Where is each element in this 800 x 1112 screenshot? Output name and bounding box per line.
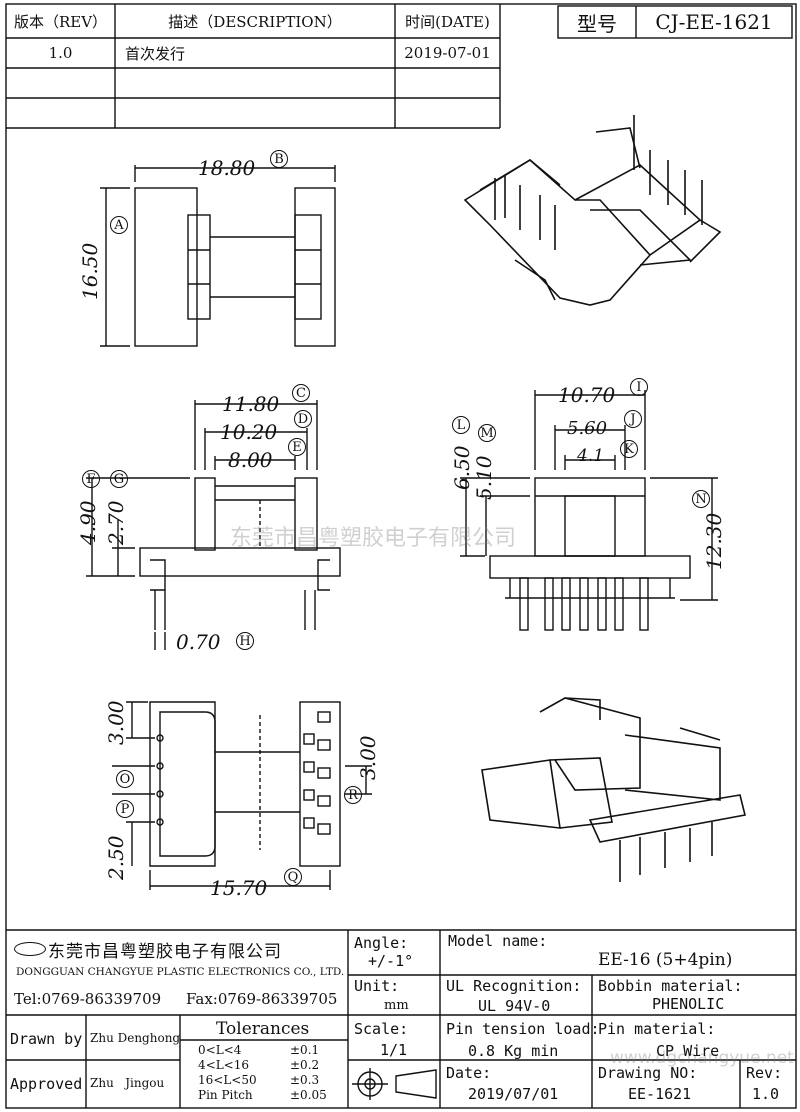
dim-side-w3: 4.1 — [577, 446, 605, 466]
dim-front-w2: 10.20 — [220, 420, 278, 444]
dim-front-w1: 11.80 — [222, 392, 280, 416]
marker-p: P — [116, 800, 134, 818]
rev-header-description: 描述（DESCRIPTION） — [168, 12, 342, 31]
marker-h: H — [236, 632, 254, 650]
bottom-view-geometry — [112, 701, 372, 890]
company-logo-icon — [14, 942, 46, 956]
pin-material-label: Pin material: — [598, 1020, 716, 1038]
bobbin-value: PHENOLIC — [652, 995, 725, 1013]
pin-tension-label: Pin tension load: — [446, 1020, 600, 1038]
rev-label: Rev: — [746, 1064, 783, 1082]
marker-a: A — [110, 216, 128, 234]
bottom-pin-slots — [303, 711, 331, 835]
watermark-corner: www.dgchangyue.net — [610, 1048, 794, 1068]
tolerances-label: Tolerances — [216, 1019, 310, 1039]
marker-e: E — [288, 438, 306, 456]
tolerance-range-2: 4<L<16 — [198, 1058, 249, 1072]
model-value: CJ-EE-1621 — [655, 10, 773, 34]
angle-label: Angle: — [354, 934, 409, 952]
dim-side-h3: 12.30 — [702, 512, 726, 570]
bottom-pins-left — [156, 734, 164, 826]
rev-row-1-version: 1.0 — [48, 44, 73, 62]
side-pins — [519, 577, 649, 631]
dim-side-h1: 6.50 — [450, 445, 474, 490]
drawing-no-value: EE-1621 — [628, 1085, 692, 1103]
tolerance-value-4: ±0.05 — [290, 1088, 327, 1102]
company-fax: Fax:0769-86339705 — [186, 990, 338, 1008]
front-view-geometry — [86, 400, 341, 650]
company-name-en: DONGGUAN CHANGYUE PLASTIC ELECTRONICS CO… — [16, 966, 345, 978]
unit-label: Unit: — [354, 977, 400, 995]
marker-c: C — [292, 384, 310, 402]
tolerance-range-1: 0<L<4 — [198, 1043, 242, 1057]
marker-k: K — [620, 440, 638, 458]
dim-front-w3: 8.00 — [228, 448, 273, 472]
rev-header-version: 版本（REV） — [13, 12, 108, 31]
marker-l: L — [452, 416, 470, 434]
company-tel: Tel:0769-86339709 — [14, 990, 162, 1008]
marker-g: G — [110, 470, 128, 488]
watermark-center: 东莞市昌粤塑胶电子有限公司 — [230, 526, 517, 551]
approved-label: Approved — [10, 1075, 83, 1093]
marker-f: F — [82, 470, 100, 488]
marker-m: M — [478, 424, 496, 442]
pin-material-value: CP Wire — [656, 1042, 720, 1060]
rev-header-date: 时间(DATE) — [405, 12, 490, 31]
isometric-view-top — [463, 115, 722, 306]
marker-i: I — [630, 378, 648, 396]
model-name-label: Model name: — [448, 932, 548, 950]
dim-side-w2: 5.60 — [567, 418, 608, 439]
rev-value: 1.0 — [752, 1085, 780, 1103]
scale-value: 1/1 — [380, 1041, 408, 1059]
rev-row-1-date: 2019-07-01 — [404, 44, 491, 62]
marker-n: N — [692, 490, 710, 508]
marker-b: B — [270, 150, 288, 168]
ul-value: UL 94V-0 — [478, 997, 551, 1015]
dim-front-h1: 4.90 — [76, 500, 100, 545]
marker-o: O — [116, 770, 134, 788]
dim-top-height: 16.50 — [78, 242, 102, 300]
tolerance-value-2: ±0.2 — [290, 1058, 320, 1072]
isometric-view-bottom — [481, 697, 746, 882]
dim-bottom-width: 15.70 — [210, 876, 268, 900]
dim-pin-width: 0.70 — [176, 630, 221, 654]
scale-label: Scale: — [354, 1020, 409, 1038]
top-view-geometry — [100, 165, 336, 347]
rev-row-1-description: 首次发行 — [125, 45, 186, 63]
tolerance-value-1: ±0.1 — [290, 1043, 320, 1057]
side-view-geometry — [460, 390, 718, 631]
ul-label: UL Recognition: — [446, 977, 582, 995]
marker-r: R — [344, 786, 362, 804]
date-label: Date: — [446, 1064, 492, 1082]
model-label: 型号 — [577, 11, 617, 36]
company-name-cn: 东莞市昌粤塑胶电子有限公司 — [48, 942, 282, 962]
marker-q: Q — [284, 868, 302, 886]
dim-bottom-pitch: 3.00 — [356, 735, 380, 780]
tolerance-value-3: ±0.3 — [290, 1073, 320, 1087]
angle-value: +/-1° — [368, 952, 414, 970]
dim-side-h2: 5.10 — [472, 455, 496, 500]
tolerance-range-4: Pin Pitch — [198, 1088, 253, 1102]
revision-table-grid — [6, 4, 501, 129]
pin-tension-value: 0.8 Kg min — [468, 1042, 559, 1060]
marker-d: D — [294, 410, 312, 428]
dim-top-width: 18.80 — [198, 156, 256, 180]
dim-side-w1: 10.70 — [558, 383, 616, 407]
tolerance-range-3: 16<L<50 — [198, 1073, 257, 1087]
unit-value: mm — [384, 998, 409, 1013]
marker-j: J — [624, 410, 642, 428]
bobbin-label: Bobbin material: — [598, 977, 743, 995]
dim-bottom-h2: 2.50 — [104, 835, 128, 880]
approved-value: Zhu Jingou — [90, 1076, 165, 1090]
model-name-value: EE-16 (5+4pin) — [598, 950, 733, 970]
dim-bottom-h1: 3.00 — [104, 700, 128, 745]
drawn-by-value: Zhu Denghong — [90, 1031, 181, 1045]
date-value: 2019/07/01 — [468, 1085, 559, 1103]
dim-front-h2: 2.70 — [104, 500, 128, 545]
title-block-grid — [6, 929, 796, 1108]
drawing-no-label: Drawing NO: — [598, 1064, 698, 1082]
drawn-by-label: Drawn by — [10, 1030, 83, 1048]
